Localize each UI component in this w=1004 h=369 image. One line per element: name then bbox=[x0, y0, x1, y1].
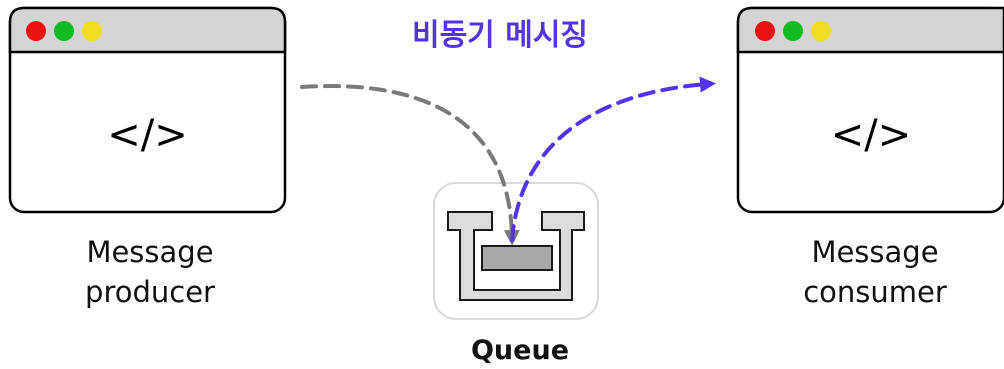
queue-fill bbox=[481, 245, 553, 271]
consumer-label: Message consumer bbox=[765, 232, 985, 312]
diagram-title: 비동기 메시징 bbox=[411, 18, 589, 53]
queue-frame bbox=[447, 211, 585, 301]
maximize-dot-icon bbox=[82, 21, 102, 41]
consumer-titlebar bbox=[736, 6, 1004, 54]
queue-icon bbox=[433, 182, 599, 320]
consumer-code-icon: </> bbox=[830, 112, 912, 158]
producer-label-line1: Message bbox=[86, 235, 214, 269]
producer-window bbox=[8, 6, 287, 214]
producer-titlebar bbox=[8, 6, 287, 54]
producer-label-line2: producer bbox=[85, 275, 215, 309]
close-dot-icon bbox=[755, 21, 775, 41]
minimize-dot-icon bbox=[54, 21, 74, 41]
consumer-window bbox=[736, 6, 1004, 214]
enqueue-arrow bbox=[300, 84, 520, 246]
producer-label: Message producer bbox=[40, 232, 260, 312]
minimize-dot-icon bbox=[783, 21, 803, 41]
producer-code-icon: </> bbox=[107, 112, 188, 158]
close-dot-icon bbox=[26, 21, 46, 41]
queue-label: Queue bbox=[470, 335, 570, 366]
consumer-label-line2: consumer bbox=[803, 275, 947, 309]
maximize-dot-icon bbox=[811, 21, 831, 41]
dequeue-arrow bbox=[510, 76, 716, 242]
consumer-label-line1: Message bbox=[811, 235, 939, 269]
